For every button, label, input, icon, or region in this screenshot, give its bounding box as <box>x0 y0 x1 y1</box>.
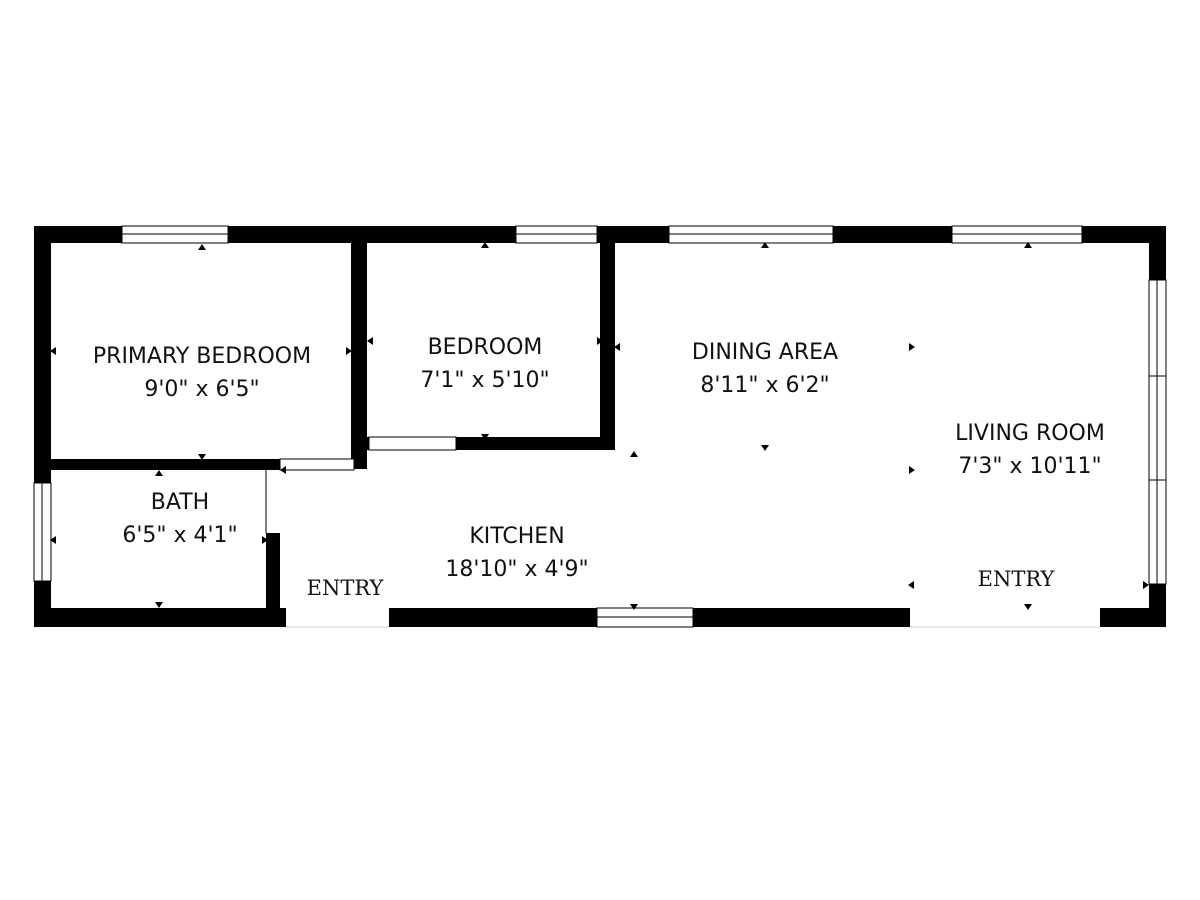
wall-bath-top <box>34 459 280 470</box>
wall-right-1 <box>1149 226 1166 280</box>
windows <box>33 225 1167 628</box>
marker-right <box>262 536 268 544</box>
marker-right <box>1143 581 1149 589</box>
marker-down <box>630 604 638 610</box>
marker-right <box>909 466 915 474</box>
marker-left <box>50 347 56 355</box>
room-name-kitchen: KITCHEN <box>469 524 564 549</box>
dimension-markers <box>50 242 1149 610</box>
marker-up <box>481 242 489 248</box>
room-name-bedroom: BEDROOM <box>428 335 543 360</box>
marker-left <box>367 337 373 345</box>
wall-top-4 <box>833 226 952 243</box>
exterior-walls <box>34 226 1166 627</box>
wall-bedroom-bottom-stub <box>357 437 369 450</box>
room-dims-bath: 6'5" x 4'1" <box>122 523 237 548</box>
marker-down <box>761 445 769 451</box>
room-name-living-room: LIVING ROOM <box>955 421 1105 446</box>
room-dims-living-room: 7'3" x 10'11" <box>958 454 1101 479</box>
wall-bath-right <box>266 533 280 621</box>
marker-left <box>280 466 286 474</box>
marker-left <box>50 536 56 544</box>
wall-bottom-4 <box>1100 608 1166 627</box>
wall-left-1 <box>34 226 51 483</box>
room-name-dining-area: DINING AREA <box>692 340 838 365</box>
marker-left <box>614 343 620 351</box>
marker-down <box>481 434 489 440</box>
marker-right <box>597 337 603 345</box>
wall-bottom-3 <box>693 608 910 627</box>
marker-down <box>1024 604 1032 610</box>
interior-walls <box>34 236 615 621</box>
marker-left <box>908 581 914 589</box>
entry-label-right: ENTRY <box>978 567 1056 591</box>
door-bedroom <box>368 436 457 451</box>
wall-bottom-2 <box>389 608 597 627</box>
marker-up <box>1024 242 1032 248</box>
room-dims-bedroom: 7'1" x 5'10" <box>420 368 549 393</box>
room-name-primary-bedroom: PRIMARY BEDROOM <box>93 344 311 369</box>
marker-down <box>198 454 206 460</box>
wall-top-5 <box>1082 226 1166 243</box>
wall-bedroom-left <box>357 236 367 469</box>
marker-right <box>909 343 915 351</box>
marker-up <box>630 451 638 457</box>
wall-bedroom-right <box>600 236 615 450</box>
door-bath <box>279 458 355 471</box>
wall-primary-bedroom-right <box>351 236 357 469</box>
room-dims-kitchen: 18'10" x 4'9" <box>445 557 588 582</box>
wall-top-1 <box>34 226 122 243</box>
marker-up <box>155 470 163 476</box>
entry-label-left: ENTRY <box>307 576 385 600</box>
wall-bottom-1 <box>34 608 286 627</box>
room-labels: PRIMARY BEDROOM 9'0" x 6'5" BEDROOM 7'1"… <box>93 335 1105 600</box>
marker-right <box>346 347 352 355</box>
door-openings <box>265 436 457 533</box>
marker-up <box>761 242 769 248</box>
marker-up <box>198 244 206 250</box>
room-dims-primary-bedroom: 9'0" x 6'5" <box>144 377 259 402</box>
wall-bedroom-bottom <box>456 437 615 450</box>
room-dims-dining-area: 8'11" x 6'2" <box>700 373 829 398</box>
wall-top-2 <box>228 226 516 243</box>
room-name-bath: BATH <box>151 490 209 515</box>
marker-down <box>155 602 163 608</box>
